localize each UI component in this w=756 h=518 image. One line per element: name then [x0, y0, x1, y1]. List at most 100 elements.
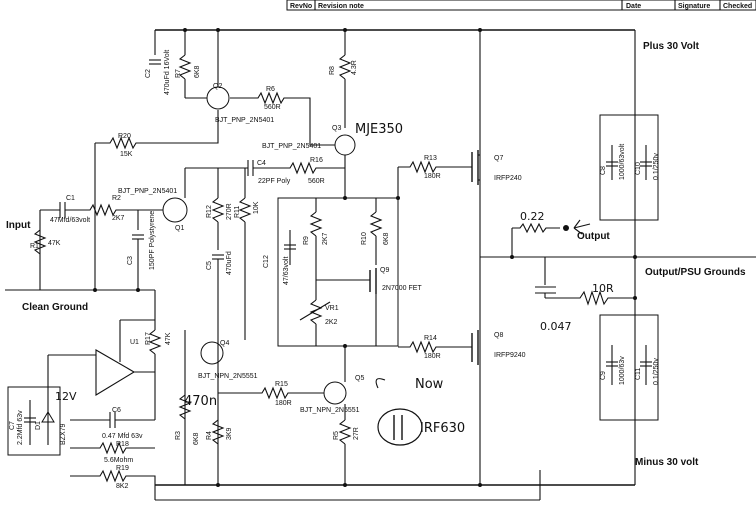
c8-label: C8	[600, 166, 607, 175]
r20-label: R20	[118, 133, 131, 140]
r9-label: R9	[303, 236, 310, 245]
r16-value: 560R	[308, 178, 325, 185]
12v-note: 12V	[55, 390, 77, 403]
r7-value: 6K8	[194, 65, 201, 78]
date-header: Date	[626, 3, 641, 10]
r11-label: R11	[234, 206, 241, 218]
clean-ground-label: Clean Ground	[22, 302, 88, 313]
r12-value: 270R	[226, 203, 233, 220]
r8-value: 4.3R	[351, 60, 358, 75]
bias-network: R9 2K7 R10 6K8 C12 47/63volt Q9 2N7000 F…	[263, 197, 422, 347]
r20-value: 15K	[120, 151, 133, 158]
q8-mosfet: Q8 IRFP9240	[453, 330, 526, 365]
c7-label: C7	[9, 421, 16, 430]
q2-transistor: Q2 BJT_PNP_2N5401 R6 560R R7 6K8 C2 470u…	[145, 30, 335, 146]
r18-label: R18	[116, 441, 129, 448]
q5-type: BJT_NPN_2N5551	[300, 407, 360, 414]
r16-label: R16	[310, 157, 323, 164]
r19-label: R19	[116, 465, 129, 472]
minus-rail-label: Minus 30 volt	[635, 457, 699, 468]
output-resistor-value: 0.22	[520, 210, 545, 223]
now-note: Now	[415, 377, 444, 392]
r11-value: 10K	[253, 201, 260, 214]
q2-type: BJT_PNP_2N5401	[215, 117, 274, 124]
r10-label: R10	[361, 232, 368, 245]
r5-value: 27R	[353, 427, 360, 440]
irf630-note: IRF630	[420, 421, 465, 436]
c6-value: 0.47 Mfd 63v	[102, 433, 143, 440]
r2-label: R2	[112, 195, 121, 202]
psu-caps-top: C8 1000/63volt C10 0.1/250v	[599, 114, 660, 221]
r5-label: R5	[333, 431, 340, 440]
r15-value: 180R	[275, 400, 292, 407]
q9-type: 2N7000 FET	[382, 285, 422, 292]
c6-label: C6	[112, 407, 121, 414]
r14-value: 180R	[424, 353, 441, 360]
r7-label: R7	[175, 69, 182, 78]
psu-caps-bottom: C9 1000/63v C11 0.1/250v	[599, 314, 660, 421]
q4-transistor: Q4 BJT_NPN_2N5551 470n R17 47K R3 6K8	[145, 290, 258, 485]
r14-resistor: R14 180R	[398, 335, 453, 360]
r9-value: 2K7	[322, 232, 329, 245]
q2-label: Q2	[213, 83, 222, 90]
r6-value: 560R	[264, 104, 281, 111]
r8-label: R8	[329, 66, 336, 75]
q4-type: BJT_NPN_2N5551	[198, 373, 258, 380]
output-resistor: 0.22	[511, 210, 591, 257]
zobel-network: 0.047 10R	[535, 257, 637, 333]
q3-label: Q3	[332, 125, 341, 132]
signature-header: Signature	[678, 3, 710, 10]
r1-value: 47K	[48, 240, 61, 247]
r17-value: 47K	[165, 332, 172, 345]
c3-label: C3	[127, 256, 134, 265]
servo-feedback: C6 0.47 Mfd 63v R18 5.6Mohm R19 8K2	[70, 407, 156, 500]
q1-label: Q1	[175, 225, 184, 232]
plus-rail-label: Plus 30 Volt	[643, 41, 700, 52]
c2-value: 470uFd 16Volt	[164, 50, 171, 95]
c5-label: C5	[206, 261, 213, 270]
servo-opamp: U1	[47, 319, 155, 445]
ltp-load: R12 270R R11 10K C5 470uFd	[184, 168, 260, 485]
checked-header: Checked	[723, 3, 752, 10]
r6-label: R6	[266, 86, 275, 93]
q4-label: Q4	[220, 340, 229, 347]
q3-type: BJT_PNP_2N5401	[262, 143, 321, 150]
c4-value: 22PF Poly	[258, 178, 291, 185]
r13-value: 180R	[424, 173, 441, 180]
feedback-network: R20 15K C4 22PF Poly R16 560R	[94, 110, 345, 290]
u1-label: U1	[130, 339, 139, 346]
q8-type: IRFP9240	[494, 352, 526, 359]
r4-value: 3K9	[226, 427, 233, 440]
input-label: Input	[6, 220, 31, 231]
output-psu-grounds-label: Output/PSU Grounds	[645, 267, 746, 278]
r17-label: R17	[145, 332, 152, 345]
r3-value: 6K8	[193, 432, 200, 445]
c10-label: C10	[635, 162, 642, 175]
q7-type: IRFP240	[494, 175, 522, 182]
c8-value: 1000/63volt	[619, 144, 626, 180]
r15-label: R15	[275, 381, 288, 388]
r3-label: R3	[175, 431, 182, 440]
vr1-value: 2K2	[325, 319, 338, 326]
c2-label: C2	[145, 69, 152, 78]
q9-label: Q9	[380, 267, 389, 274]
input-stage: C1 47Mfd/63volt R2 2K7 R1 47K Q1 BJT_PNP…	[5, 188, 188, 291]
r19-value: 8K2	[116, 483, 129, 490]
r14-label: R14	[424, 335, 437, 342]
q7-label: Q7	[494, 155, 503, 162]
c7-value: 2.2Mfd 63v	[17, 410, 24, 445]
power-rails	[155, 29, 756, 501]
q1-type: BJT_PNP_2N5401	[118, 188, 177, 195]
r10-value: 6K8	[383, 232, 390, 245]
r4-label: R4	[206, 431, 213, 440]
junction-dots	[93, 28, 482, 487]
d1-label: D1	[35, 421, 42, 430]
c11-label: C11	[635, 368, 642, 380]
c10-value: 0.1/250v	[653, 153, 660, 180]
c12-label: C12	[263, 255, 270, 268]
r2-value: 2K7	[112, 215, 125, 222]
c9-label: C9	[600, 371, 607, 380]
c1-value: 47Mfd/63volt	[50, 217, 90, 224]
r13-label: R13	[424, 155, 437, 162]
